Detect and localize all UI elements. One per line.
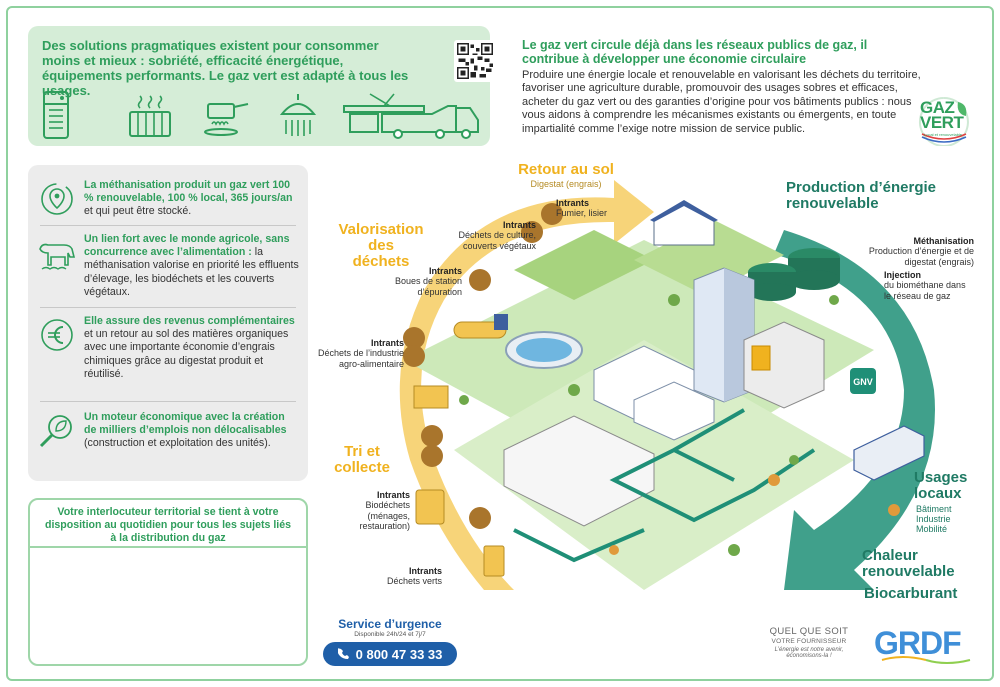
circular-economy-body: Produire une énergie locale et renouvela… bbox=[522, 69, 921, 135]
yellow-cycle-arrow bbox=[399, 180, 654, 590]
circular-economy-title: Le gaz vert circule déjà dans les réseau… bbox=[522, 38, 868, 66]
gnv-sign bbox=[850, 368, 876, 394]
phone-icon bbox=[337, 648, 349, 659]
stage-usages-title: Usages locaux bbox=[914, 469, 968, 502]
waste-bin-1 bbox=[415, 489, 445, 525]
benefit-4-rest: (construction et exploitation des unités… bbox=[84, 437, 271, 450]
slogan-line1: QUEL QUE SOIT bbox=[769, 626, 849, 637]
gaz-vert-tagline: Local et renouvelable bbox=[924, 132, 963, 137]
solutions-card: Des solutions pragmatiques existent pour… bbox=[28, 26, 496, 146]
gaz-vert-line2: VERT bbox=[920, 113, 964, 132]
benefit-3-rest: et un retour au sol des matières organiq… bbox=[84, 328, 289, 380]
qr-code-icon[interactable] bbox=[454, 40, 496, 82]
grdf-logo: GRDF bbox=[872, 622, 976, 664]
field-area-2 bbox=[634, 220, 784, 295]
stage-production-title: Production d’énergie renouvelable bbox=[786, 179, 937, 212]
benefit-3-bold: Elle assure des revenus complémentaires bbox=[84, 315, 295, 327]
urgency-subtitle: Disponible 24h/24 et 7j/7 bbox=[354, 631, 426, 638]
teal-cycle-arrow bbox=[774, 230, 935, 590]
waste-bin-2 bbox=[483, 545, 505, 577]
stage-retour-title: Retour au sol bbox=[518, 161, 614, 178]
farm-house bbox=[653, 204, 715, 246]
page-frame bbox=[6, 6, 994, 681]
euro-icon bbox=[36, 315, 78, 355]
gnv-sign-text: GNV bbox=[853, 377, 873, 387]
benefit-2-bold: Un lien fort avec le monde agricole, san… bbox=[84, 233, 290, 259]
usage-item-industrie: Industrie bbox=[916, 514, 951, 524]
methanisation-cycle-icon bbox=[36, 179, 78, 219]
contact-text: Votre interlocuteur territorial se tient… bbox=[44, 506, 292, 544]
stage-biocarburant-title: Biocarburant bbox=[864, 585, 958, 602]
benefit-item-1: La méthanisation produit un gaz vert 100… bbox=[84, 179, 300, 219]
benefit-2-rest: la méthanisation valorise en priorité le… bbox=[84, 246, 299, 298]
divider bbox=[40, 307, 296, 308]
slogan-block: QUEL QUE SOIT VOTRE FOURNISSEUR L’énergi… bbox=[763, 626, 855, 659]
benefit-4-bold: Un moteur économique avec la création de… bbox=[84, 411, 287, 437]
territorial-contact-card: Votre interlocuteur territorial se tient… bbox=[28, 498, 308, 666]
slogan-line2: VOTRE FOURNISSEUR bbox=[771, 638, 847, 645]
usage-item-mobilite: Mobilité bbox=[916, 524, 948, 534]
benefit-1-bold: La méthanisation produit un gaz vert 100… bbox=[84, 179, 293, 205]
warehouse bbox=[503, 415, 655, 527]
grdf-logo-text: GRDF bbox=[874, 625, 961, 661]
slogan-line3: L’énergie est notre avenir, économisons-… bbox=[774, 647, 844, 659]
stage-retour-sub: Digestat (engrais) bbox=[530, 179, 602, 189]
gas-meter bbox=[751, 345, 771, 371]
urgency-phone-button[interactable]: 0 800 47 33 33 bbox=[323, 642, 457, 666]
benefit-item-2: Un lien fort avec le monde agricole, san… bbox=[84, 233, 300, 299]
benefits-panel: La méthanisation produit un gaz vert 100… bbox=[28, 165, 308, 481]
industry-building bbox=[743, 321, 825, 409]
garbage-truck-icon bbox=[343, 93, 479, 139]
usage-item-batiment: Bâtiment bbox=[916, 504, 952, 514]
stage-chaleur-title: Chaleur renouvelable bbox=[862, 547, 955, 580]
divider bbox=[40, 401, 296, 402]
circular-economy-illustration: GNV bbox=[399, 180, 935, 590]
field-area bbox=[514, 230, 654, 300]
urgency-title: Service d’urgence bbox=[338, 617, 442, 631]
stage-valorisation-title: Valorisation des déchets bbox=[338, 221, 424, 270]
benefit-item-4: Un moteur économique avec la création de… bbox=[84, 411, 300, 451]
input-badges bbox=[403, 203, 563, 529]
shower-icon bbox=[279, 94, 317, 136]
cow-icon bbox=[36, 235, 78, 275]
bus bbox=[853, 425, 925, 481]
contact-divider bbox=[30, 546, 306, 548]
gas-pipeline-2 bbox=[513, 528, 645, 563]
farm-roof bbox=[650, 200, 718, 222]
solutions-headline: Des solutions pragmatiques existent pour… bbox=[42, 38, 409, 98]
benefit-1-rest: et qui peut être stocké. bbox=[84, 205, 192, 218]
urgency-phone-number: 0 800 47 33 33 bbox=[355, 646, 443, 662]
benefit-item-3: Elle assure des revenus complémentaires … bbox=[84, 315, 300, 381]
crate-bin bbox=[413, 385, 449, 409]
divider bbox=[40, 225, 296, 226]
usage-icons-row bbox=[42, 90, 482, 140]
magnifier-leaf-icon bbox=[36, 411, 78, 451]
cooktop-icon bbox=[204, 103, 249, 136]
gas-pipeline bbox=[609, 408, 816, 523]
gaz-vert-line1: GAZ bbox=[920, 98, 955, 117]
stage-tri-title: Tri et collecte bbox=[334, 443, 390, 476]
radiator-icon bbox=[129, 95, 171, 137]
gaz-vert-logo: GAZ VERT Local et renouvelable bbox=[914, 96, 974, 146]
water-heater-icon bbox=[43, 91, 69, 139]
trees bbox=[459, 294, 900, 556]
